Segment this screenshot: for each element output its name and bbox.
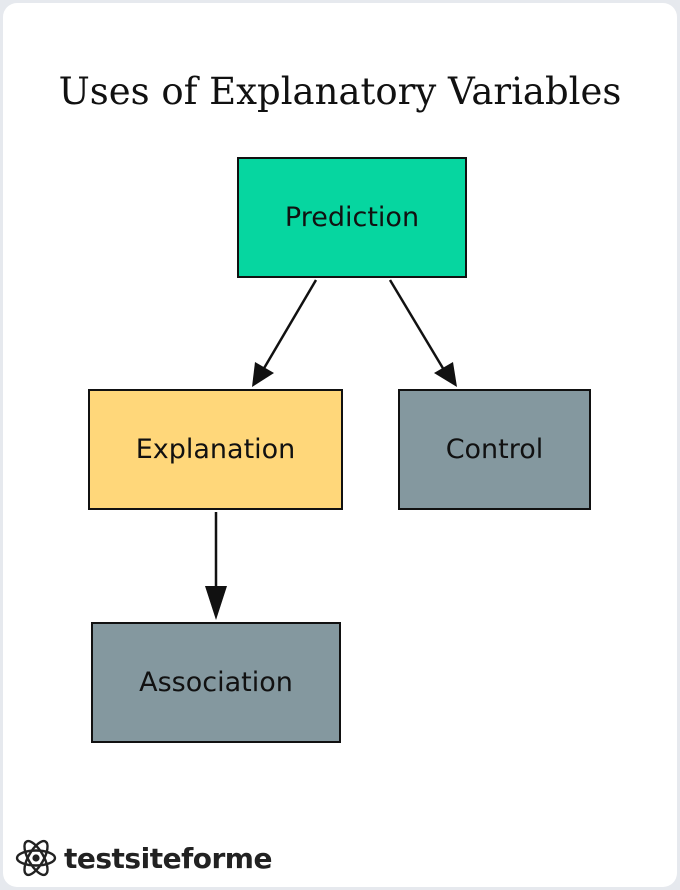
footer-brand: testsiteforme <box>14 836 272 880</box>
node-explanation-label: Explanation <box>135 434 296 465</box>
brand-name: testsiteforme <box>64 841 272 875</box>
diagram-title: Uses of Explanatory Variables <box>58 70 622 113</box>
node-control-label: Control <box>445 434 544 465</box>
node-prediction-label: Prediction <box>284 202 420 233</box>
node-prediction: Prediction <box>237 157 467 278</box>
node-association: Association <box>91 622 341 743</box>
atom-icon <box>14 836 58 880</box>
node-association-label: Association <box>139 667 293 698</box>
node-control: Control <box>398 389 591 510</box>
node-explanation: Explanation <box>88 389 343 510</box>
